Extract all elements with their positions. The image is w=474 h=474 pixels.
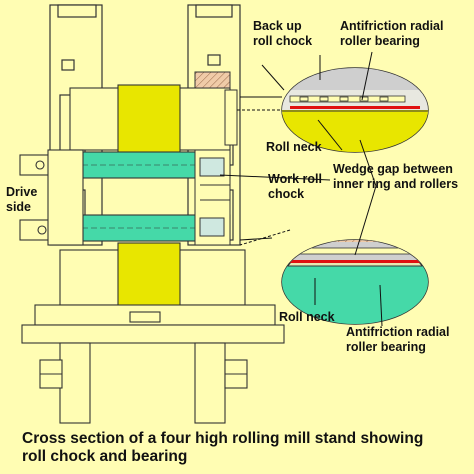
- label-drive-side: Drive side: [6, 185, 38, 214]
- label-roll-neck-bottom: Roll neck: [279, 310, 335, 324]
- label-bearing-top: Antifriction radial roller bearing: [340, 19, 444, 48]
- leader-lines: [219, 51, 383, 327]
- label-work-roll-chock: Work roll chock: [268, 172, 322, 201]
- label-backup-roll-chock: Back up roll chock: [253, 19, 313, 48]
- base-frame: [21, 304, 285, 424]
- bottom-backup-roll: [59, 242, 246, 309]
- figure-caption: Cross section of a four high rolling mil…: [22, 430, 424, 465]
- label-wedge-gap: Wedge gap between inner ring and rollers: [333, 162, 459, 191]
- backup-chock-hatch: [194, 71, 238, 146]
- label-bearing-bottom: Antifriction radial roller bearing: [346, 325, 450, 354]
- work-roll-chock: [194, 149, 231, 246]
- bottom-detail-zoom: [281, 239, 429, 325]
- label-roll-neck-top: Roll neck: [266, 140, 322, 154]
- top-backup-roll: [69, 84, 231, 154]
- drive-spindle: [19, 149, 84, 246]
